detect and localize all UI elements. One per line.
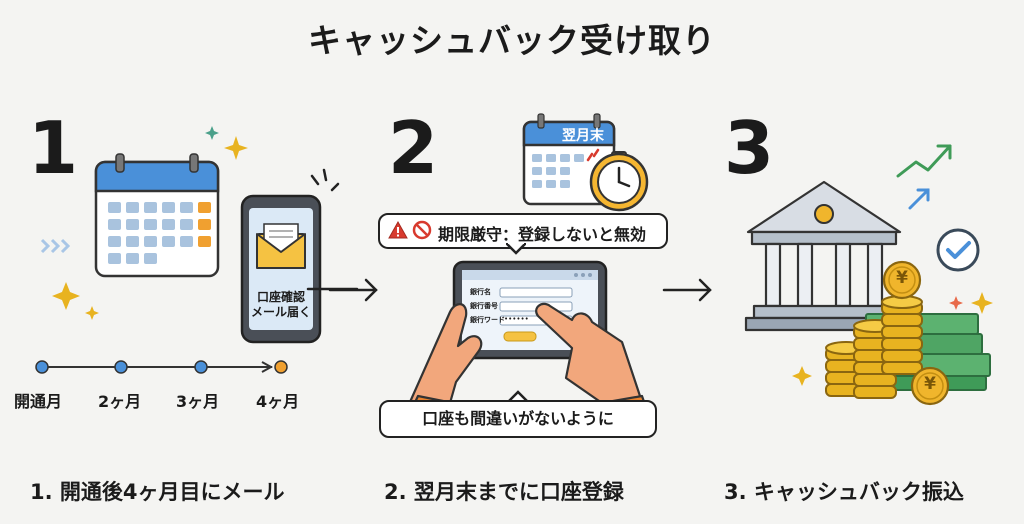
yen-coin-icon xyxy=(910,366,950,406)
arrow-right-icon xyxy=(328,278,378,302)
trend-up-icon xyxy=(896,144,952,178)
yen-symbol: ¥ xyxy=(924,374,936,394)
step-1-caption: 1. 開通後4ヶ月目にメール xyxy=(30,480,285,504)
arrow-right-icon xyxy=(662,278,712,302)
phone-text-line-2: メール届く xyxy=(250,305,311,319)
password-mask: •••••• xyxy=(504,315,529,323)
note-bubble: 口座も間違いがないように xyxy=(379,400,657,438)
timeline-label: 開通月 xyxy=(14,392,63,411)
deadline-calendar-label: 翌月末 xyxy=(562,128,604,144)
sparkle-icon xyxy=(971,292,993,314)
timeline xyxy=(35,360,288,374)
step-1-number: 1 xyxy=(28,106,79,190)
phone-text-line-1: 口座確認 xyxy=(256,290,305,304)
step-3-illustration xyxy=(744,144,993,406)
sparkle-icon xyxy=(52,282,80,310)
calendar-icon xyxy=(94,153,220,278)
warning-triangle-icon xyxy=(388,221,408,239)
step-3-caption: 3. キャッシュバック振込 xyxy=(724,480,964,504)
sparkle-icon xyxy=(224,136,248,160)
form-label-bank-name: 銀行名 xyxy=(470,288,491,296)
stopwatch-icon xyxy=(589,151,649,212)
timeline-label: 2ヶ月 xyxy=(98,392,142,411)
bank-icon xyxy=(744,180,904,332)
step-2-caption: 2. 翌月末までに口座登録 xyxy=(384,480,624,504)
yen-symbol: ¥ xyxy=(896,268,908,288)
smartphone-icon xyxy=(240,194,322,344)
page-title: キャッシュバック受け取り xyxy=(308,21,716,60)
arrow-up-right-icon xyxy=(908,188,930,210)
sparkle-icon xyxy=(792,366,812,386)
bubble-tail xyxy=(508,390,528,402)
sparkle-icon xyxy=(949,296,963,310)
step-3-number: 3 xyxy=(724,106,775,190)
coin-stack-icon xyxy=(825,295,923,399)
step-2-number: 2 xyxy=(388,106,439,190)
bubble-tail xyxy=(506,243,526,255)
warning-text: 期限厳守：登録しないと無効 xyxy=(438,225,647,244)
form-label-bank-number: 銀行番号 xyxy=(470,302,498,310)
phone-screen-text: 口座確認 メール届く xyxy=(249,290,313,320)
step-1-illustration xyxy=(35,126,359,374)
envelope-icon xyxy=(256,223,306,269)
timeline-label: 3ヶ月 xyxy=(176,392,220,411)
chevrons-icon xyxy=(40,238,71,254)
check-circle-icon xyxy=(936,228,980,272)
notification-lines-icon xyxy=(310,168,340,192)
sparkle-icon xyxy=(205,126,219,140)
step-2-illustration xyxy=(400,113,656,430)
prohibited-icon xyxy=(412,220,432,240)
sparkle-icon xyxy=(85,306,99,320)
form-label-bank-word: 銀行ワード xyxy=(470,316,505,324)
warning-bubble: 期限厳守：登録しないと無効 xyxy=(378,213,668,249)
note-text: 口座も間違いがないように xyxy=(422,409,614,428)
timeline-label: 4ヶ月 xyxy=(256,392,300,411)
yen-coin-icon xyxy=(882,260,922,300)
